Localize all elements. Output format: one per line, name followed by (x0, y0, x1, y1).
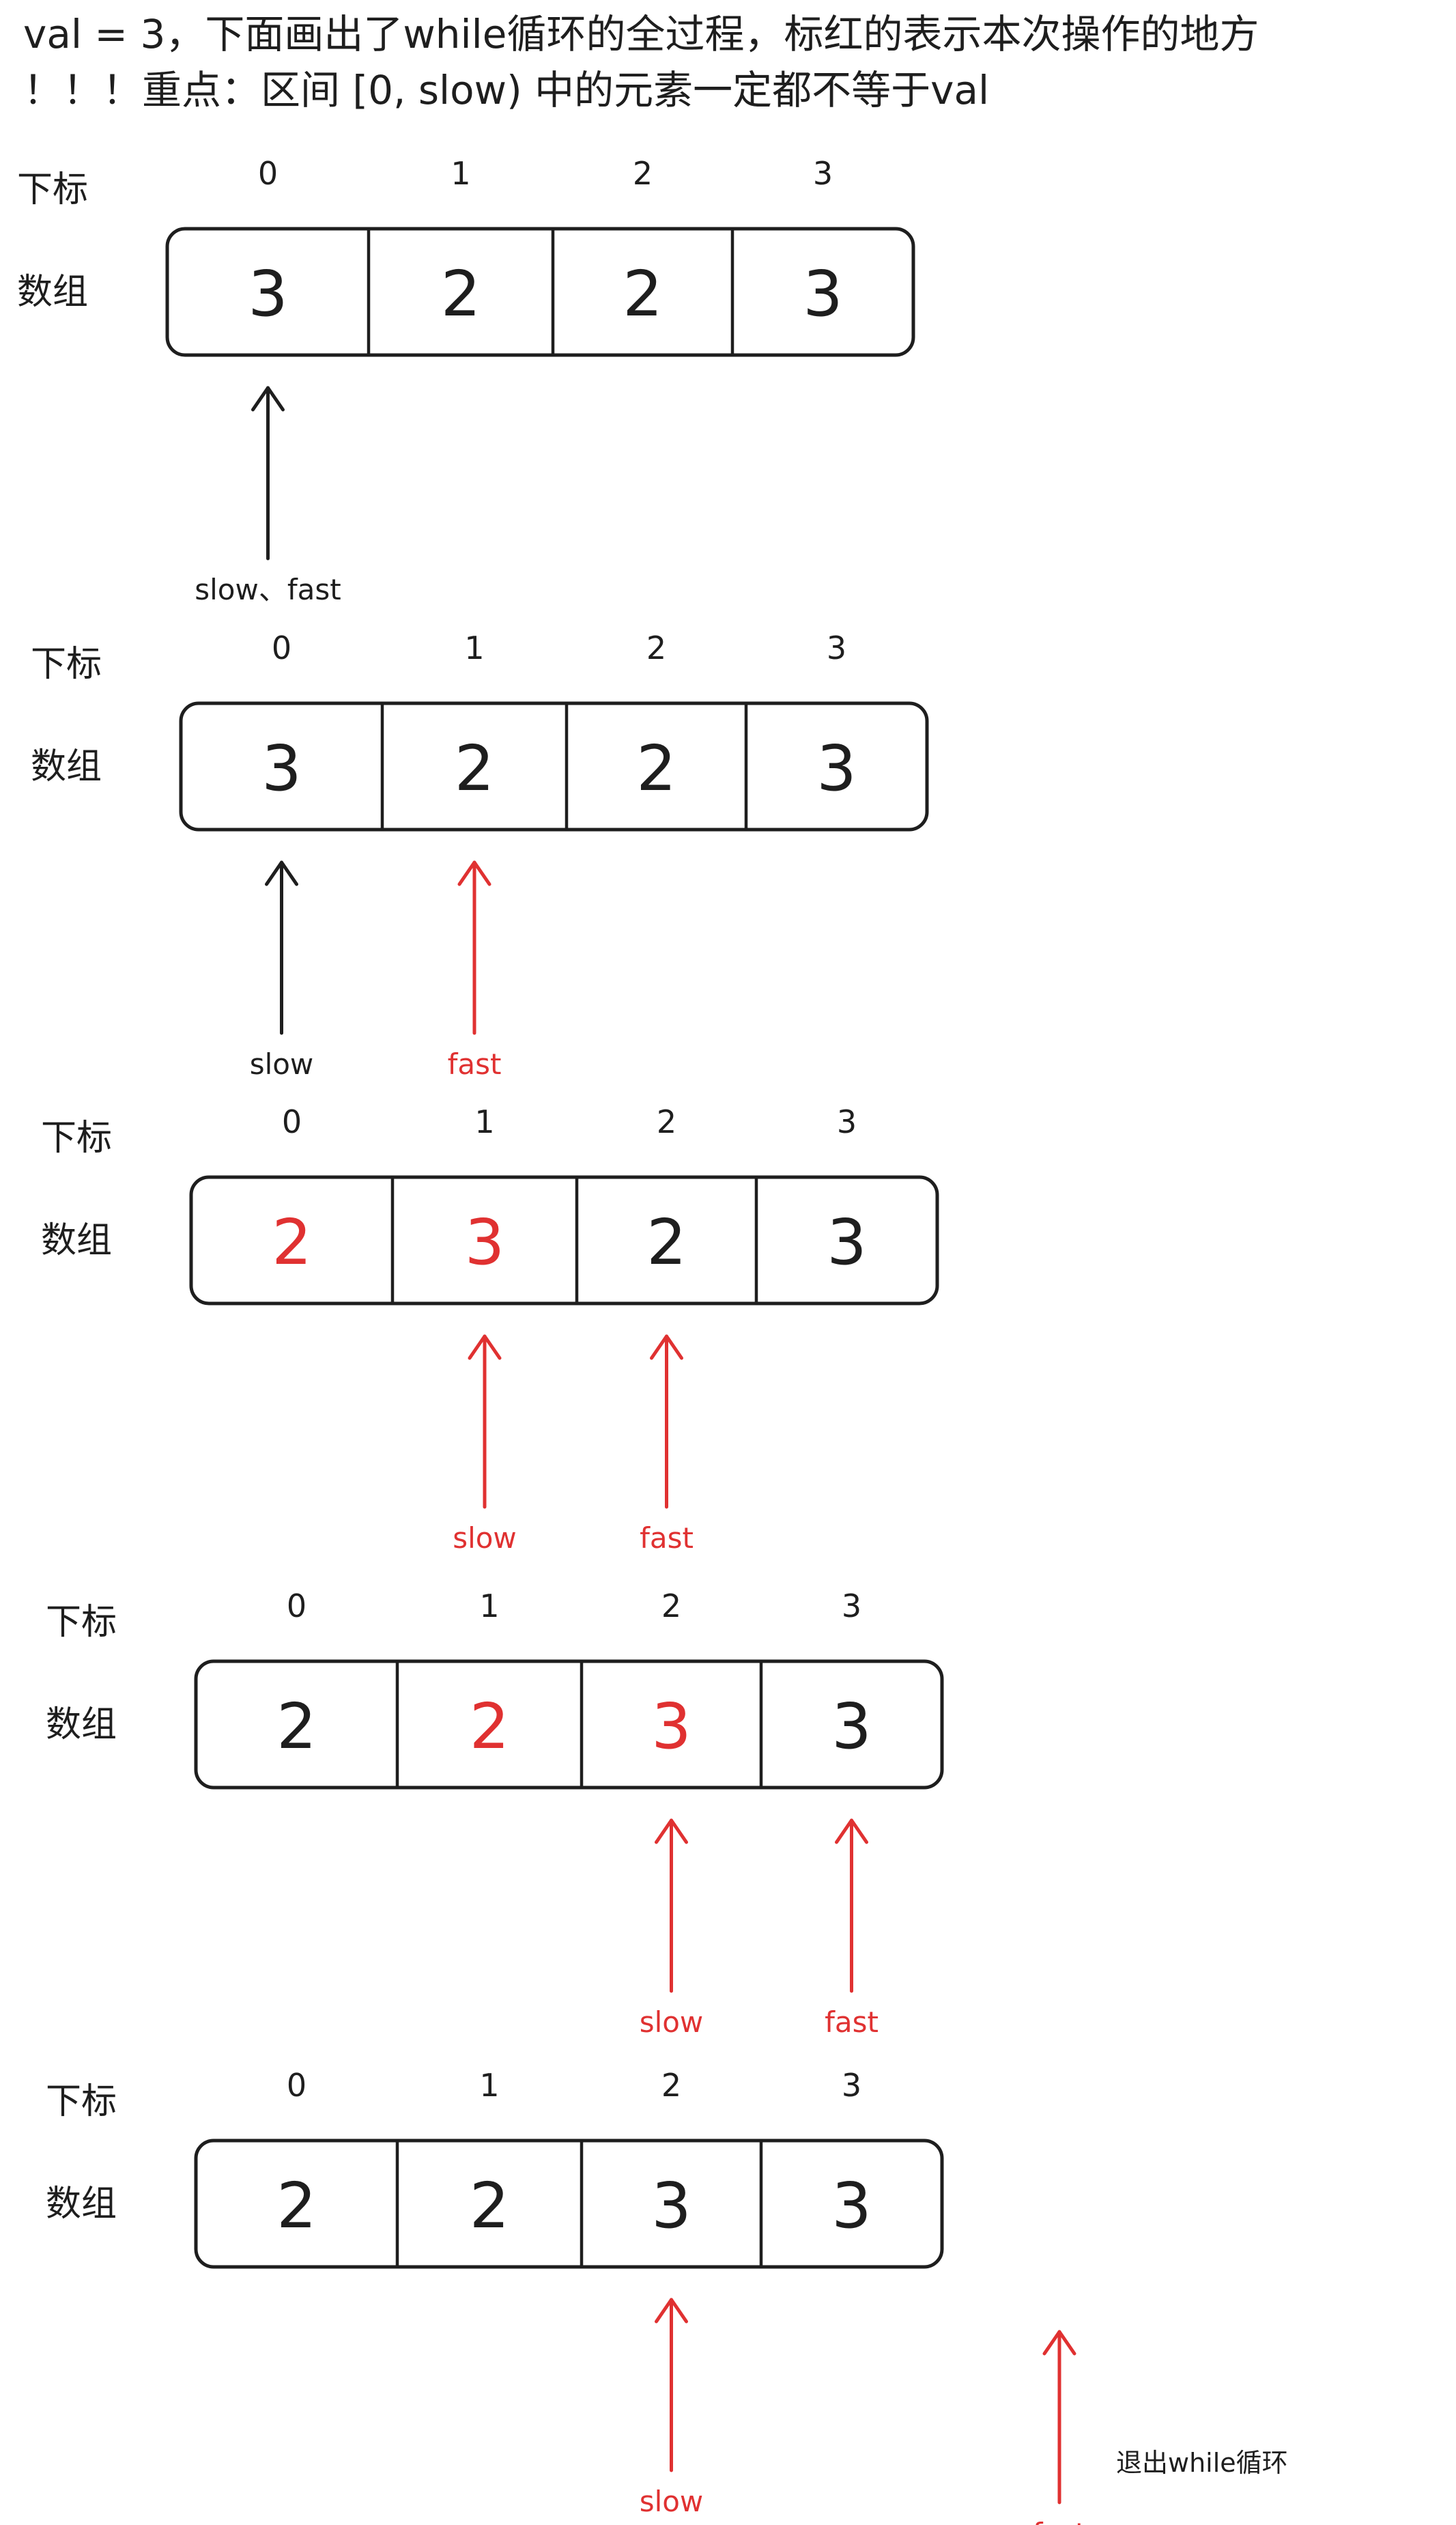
index-number: 2 (661, 2067, 681, 2104)
array-cell-value: 2 (636, 732, 676, 805)
pointer-label: slow (250, 1047, 314, 1081)
array-row-label: 数组 (41, 1220, 112, 1261)
pointer-label: fast (640, 1521, 694, 1555)
index-row-label: 下标 (31, 644, 102, 685)
array-cell-value: 2 (276, 2169, 317, 2242)
array-cell-value: 2 (623, 257, 663, 330)
array-cell-value: 2 (276, 1690, 317, 1763)
array-cell-value: 3 (651, 2169, 691, 2242)
index-number: 2 (646, 630, 666, 666)
array-row-label: 数组 (46, 2184, 117, 2225)
index-number: 3 (813, 155, 833, 192)
array-cell-value: 3 (816, 732, 857, 805)
pointer-label: slow (640, 2005, 704, 2039)
pointer-arrow-head (265, 860, 298, 886)
exit-loop-note: 退出while循环 (1116, 2448, 1288, 2478)
pointer-arrow-head (835, 1818, 868, 1844)
index-number: 0 (258, 155, 278, 192)
index-number: 2 (633, 155, 653, 192)
index-number: 0 (282, 1103, 302, 1140)
index-number: 1 (479, 2067, 499, 2104)
index-row-label: 下标 (46, 1602, 117, 1643)
array-cell-value: 3 (831, 2169, 872, 2242)
index-number: 3 (842, 1588, 861, 1624)
array-box (189, 1175, 939, 1306)
array-box (194, 1659, 944, 1790)
pointer-arrow-head (251, 386, 285, 412)
pointer-label: fast (448, 1047, 502, 1081)
index-number: 3 (837, 1103, 857, 1140)
array-cell-value: 2 (646, 1206, 687, 1279)
index-number: 0 (287, 1588, 306, 1624)
index-number: 3 (842, 2067, 861, 2104)
pointer-arrow-head (1042, 2330, 1076, 2356)
array-box (194, 2139, 944, 2269)
index-number: 1 (474, 1103, 494, 1140)
array-row-label: 数组 (17, 272, 88, 313)
index-number: 3 (827, 630, 846, 666)
array-row-label: 数组 (46, 1704, 117, 1745)
header-line-2: ！！！重点：区间 [0, slow) 中的元素一定都不等于val (23, 67, 990, 113)
pointer-arrow-head (468, 1334, 502, 1360)
array-cell-value: 3 (803, 257, 843, 330)
array-cell-value: 2 (470, 1690, 510, 1763)
index-number: 2 (657, 1103, 676, 1140)
array-cell-value: 2 (272, 1206, 312, 1279)
header-line-1: val = 3，下面画出了while循环的全过程，标红的表示本次操作的地方 (23, 11, 1259, 57)
index-row-label: 下标 (41, 1118, 112, 1159)
array-cell-value: 2 (441, 257, 481, 330)
array-cell-value: 3 (827, 1206, 867, 1279)
index-number: 0 (287, 2067, 306, 2104)
array-box (179, 701, 929, 832)
pointer-label: slow、fast (195, 573, 341, 606)
index-number: 1 (479, 1588, 499, 1624)
array-cell-value: 3 (831, 1690, 872, 1763)
index-number: 0 (272, 630, 291, 666)
pointer-label: fast (1033, 2517, 1087, 2525)
index-number: 1 (451, 155, 470, 192)
array-cell-value: 3 (651, 1690, 691, 1763)
pointer-label: slow (453, 1521, 517, 1555)
array-cell-value: 3 (248, 257, 288, 330)
array-row-label: 数组 (31, 746, 102, 787)
index-number: 1 (464, 630, 484, 666)
array-box (165, 227, 915, 357)
index-number: 2 (661, 1588, 681, 1624)
pointer-arrow-head (457, 860, 491, 886)
pointer-label: slow (640, 2485, 704, 2518)
array-cell-value: 3 (465, 1206, 505, 1279)
pointer-arrow-head (655, 2298, 688, 2324)
array-cell-value: 2 (455, 732, 495, 805)
pointer-arrow-head (650, 1334, 683, 1360)
index-row-label: 下标 (46, 2081, 117, 2122)
pointer-arrow-head (655, 1818, 688, 1844)
index-row-label: 下标 (17, 169, 88, 210)
array-cell-value: 2 (470, 2169, 510, 2242)
pointer-label: fast (825, 2005, 879, 2039)
array-cell-value: 3 (261, 732, 302, 805)
